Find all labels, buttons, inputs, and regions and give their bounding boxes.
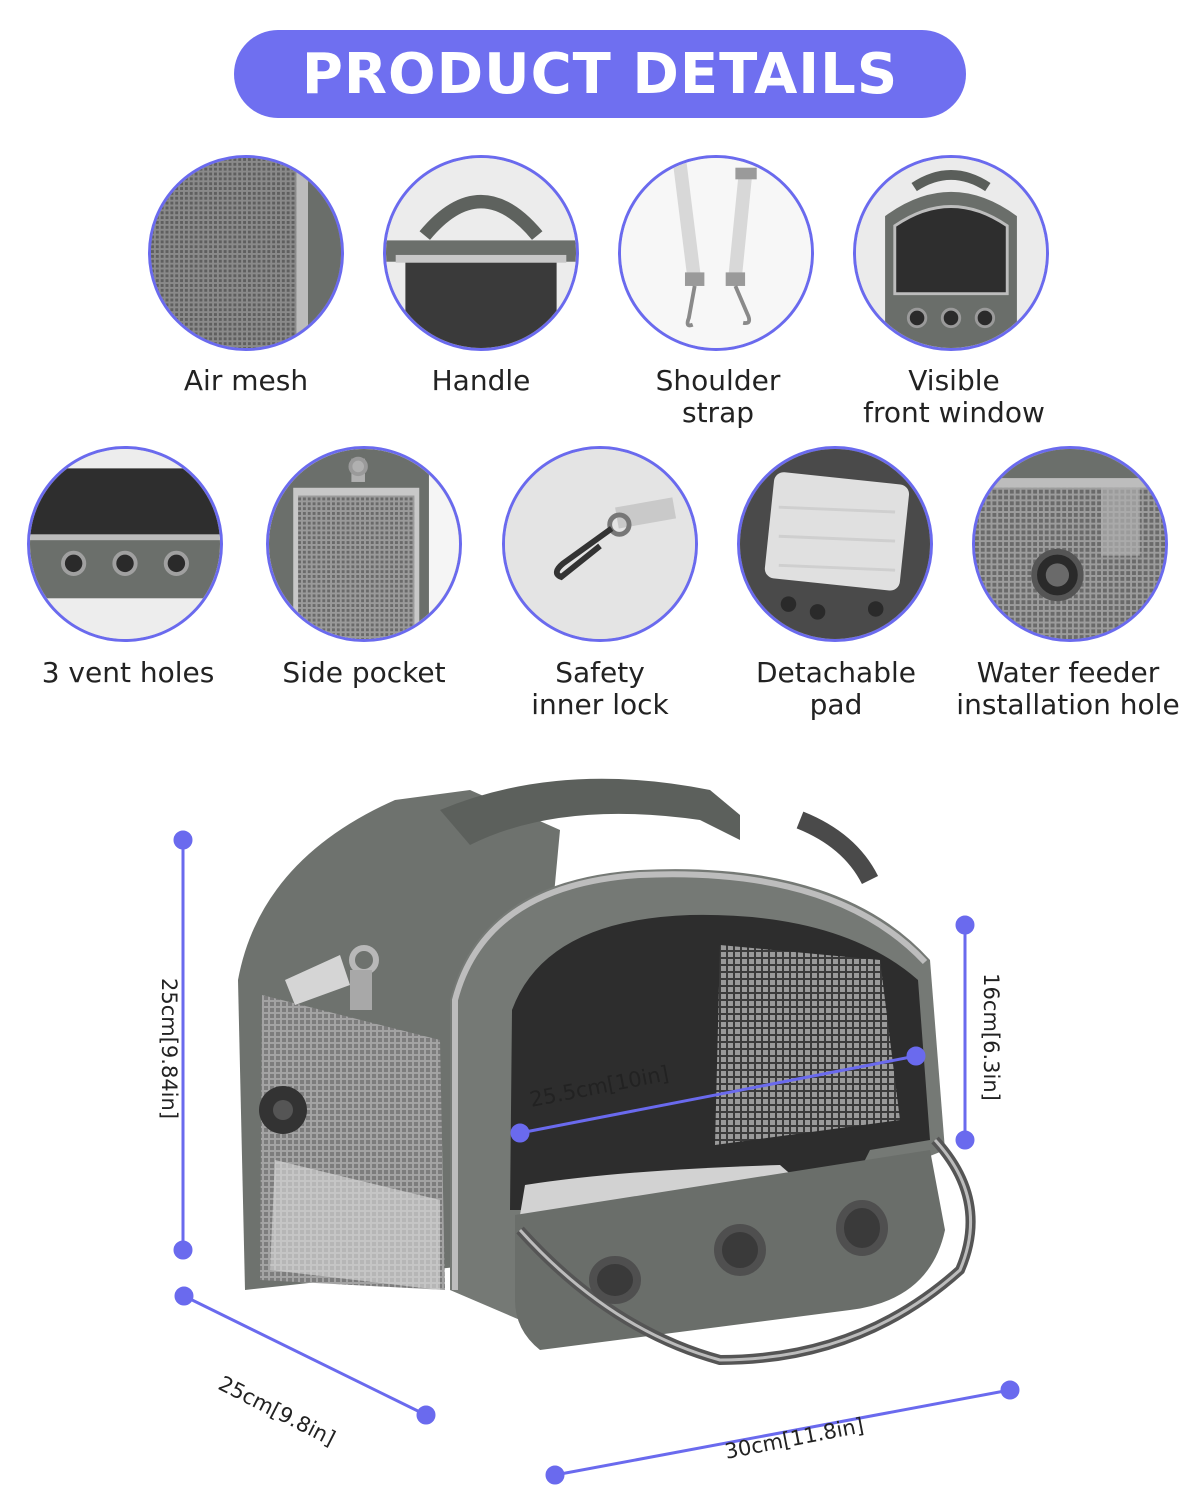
air-mesh-icon [148,155,344,351]
water-feeder-icon [972,446,1168,642]
caption-detachable-pad: Detachable pad [755,656,916,721]
caption-shoulder-strap: Shoulder strap [655,364,781,429]
caption-water-feeder: Water feeder installation hole [956,656,1180,721]
caption-handle: Handle [431,364,531,397]
dim-height: 25cm[9.84in] [157,978,181,1120]
handle-icon [383,155,579,351]
side-pocket-icon [266,446,462,642]
shoulder-strap-icon [618,155,814,351]
caption-front-window: Visible front window [863,364,1045,429]
caption-vent-holes: 3 vent holes [41,656,215,689]
vent-holes-icon [27,446,223,642]
dim-window-height: 16cm[6.3in] [979,973,1003,1101]
caption-inner-lock: Safety inner lock [531,656,669,721]
title-banner: PRODUCT DETAILS [234,30,966,118]
page-title: PRODUCT DETAILS [301,41,899,107]
caption-air-mesh: Air mesh [183,364,309,397]
pad-icon [737,446,933,642]
front-window-icon [853,155,1049,351]
pet-carrier-illustration [173,778,1020,1485]
caption-side-pocket: Side pocket [282,656,446,689]
inner-lock-icon [502,446,698,642]
